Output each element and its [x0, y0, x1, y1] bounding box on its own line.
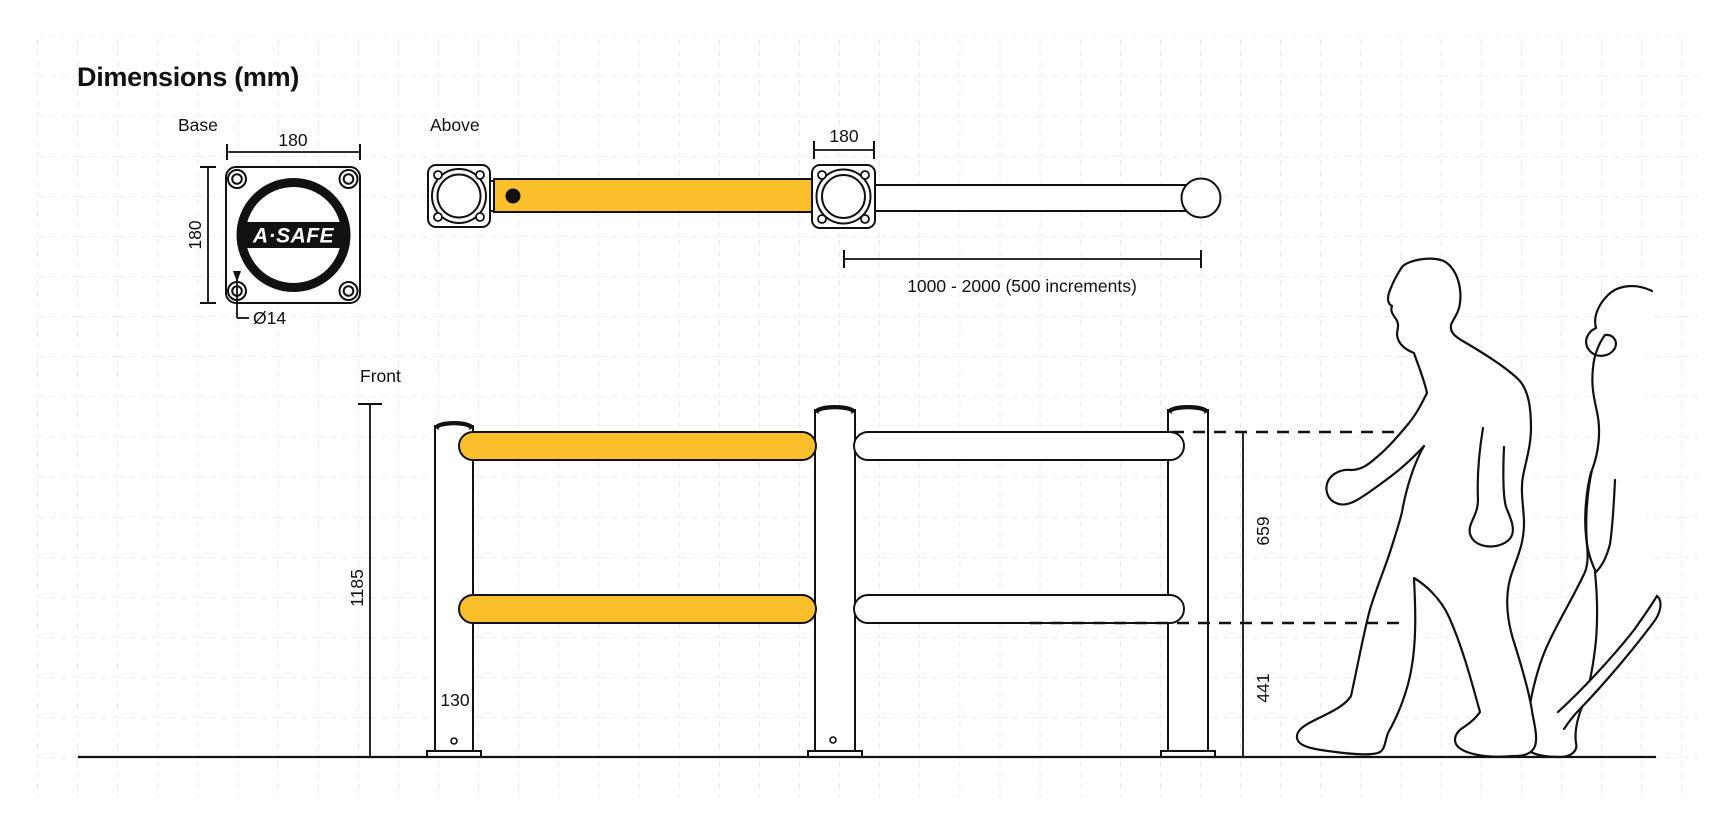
white-rail-top	[853, 431, 1185, 461]
above-view-label: Above	[430, 115, 480, 135]
base-width-dimension: 180	[226, 130, 361, 160]
base-height-value: 180	[185, 220, 205, 249]
above-post-dimension: 180	[813, 126, 875, 159]
asafe-logo-text: A·SAFE	[252, 225, 335, 248]
pedestrian-front	[1295, 257, 1538, 758]
pedestrian-front-far-arm	[1468, 426, 1514, 548]
pedestrian-rear-leg	[1556, 594, 1662, 731]
base-bolt-holes	[227, 169, 359, 301]
above-span-dimension: 1000 - 2000 (500 increments)	[843, 250, 1202, 296]
barrier-rails	[458, 431, 1185, 624]
yellow-rail-plan	[493, 178, 817, 213]
page-title: Dimensions (mm)	[77, 62, 299, 92]
yellow-rail-bottom	[458, 594, 817, 624]
pedestrian-rear-arm	[1584, 470, 1617, 574]
front-height-dimension: 1185	[347, 403, 382, 757]
post-top-circle	[1180, 177, 1222, 219]
front-post-width-value: 130	[440, 690, 469, 710]
post-plate-plan-left	[427, 164, 491, 228]
post-left	[426, 421, 482, 758]
base-hole-value: Ø14	[253, 308, 286, 328]
front-view: Front 1185	[78, 257, 1662, 759]
pedestrian-silhouettes	[1295, 257, 1662, 759]
post-middle	[807, 405, 863, 758]
yellow-rail-top	[458, 431, 817, 461]
white-rail-bottom	[853, 594, 1185, 624]
front-height-value: 1185	[347, 569, 367, 607]
pedestrian-front-outline	[1295, 257, 1538, 758]
above-view: Above	[427, 115, 1222, 296]
post-plate-plan-middle	[811, 164, 876, 229]
post-right	[1160, 405, 1216, 758]
asafe-logo: A·SAFE	[236, 178, 351, 292]
base-hole-dimension: Ø14	[233, 271, 286, 328]
base-height-dimension: 180	[185, 166, 216, 304]
base-width-value: 180	[278, 130, 307, 150]
front-view-label: Front	[360, 366, 401, 386]
barrier-posts	[426, 405, 1216, 758]
base-view-label: Base	[178, 115, 218, 135]
base-view: Base 180 180 A·SAFE	[178, 115, 361, 328]
bottom-rail-height-value: 441	[1253, 673, 1273, 702]
top-rail-height-value: 659	[1253, 516, 1273, 545]
pedestrian-rear-body	[1522, 286, 1659, 757]
rail-pin-hole	[505, 188, 521, 204]
rail-height-dimensions: 659 441	[1242, 433, 1273, 757]
pedestrian-rear	[1521, 285, 1662, 759]
pedestrian-rear-outline	[1521, 285, 1654, 759]
above-span-value: 1000 - 2000 (500 increments)	[907, 276, 1137, 296]
white-rail-plan	[857, 184, 1193, 212]
above-post-value: 180	[829, 126, 858, 146]
